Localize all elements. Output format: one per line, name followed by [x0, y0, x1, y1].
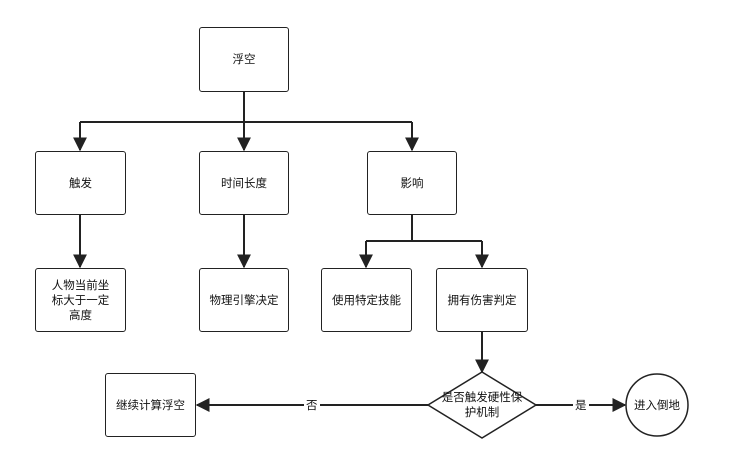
node-duration-label: 时间长度: [221, 175, 267, 190]
node-continue-label: 继续计算浮空: [116, 397, 185, 412]
node-trigger-condition: 人物当前坐标大于一定高度: [35, 268, 126, 332]
node-root: 浮空: [199, 27, 289, 92]
knockdown-circle-shape: [625, 373, 689, 437]
node-root-label: 浮空: [232, 52, 256, 66]
node-trigger: 触发: [35, 151, 126, 215]
edge-label-yes: 是: [573, 397, 589, 413]
node-duration: 时间长度: [199, 151, 289, 215]
node-decision-label: 是否触发硬性保护机制: [441, 390, 523, 419]
node-decision: 是否触发硬性保护机制: [440, 385, 524, 425]
node-duration-source: 物理引擎决定: [199, 268, 289, 332]
node-trigger-label: 触发: [69, 175, 92, 190]
node-effect-label: 影响: [400, 175, 424, 190]
node-knockdown-label: 进入倒地: [634, 397, 680, 412]
node-knockdown: 进入倒地: [634, 390, 680, 420]
node-effect: 影响: [367, 151, 457, 215]
node-effect-damage: 拥有伤害判定: [436, 268, 528, 332]
node-duration-source-label: 物理引擎决定: [209, 292, 279, 307]
node-continue: 继续计算浮空: [105, 373, 196, 437]
node-effect-skill: 使用特定技能: [321, 268, 412, 332]
edge-label-no: 否: [304, 397, 320, 413]
node-trigger-condition-label: 人物当前坐标大于一定高度: [51, 277, 110, 322]
node-effect-skill-label: 使用特定技能: [332, 292, 401, 307]
node-effect-damage-label: 拥有伤害判定: [447, 292, 517, 307]
decision-diamond-shape: [426, 371, 538, 439]
